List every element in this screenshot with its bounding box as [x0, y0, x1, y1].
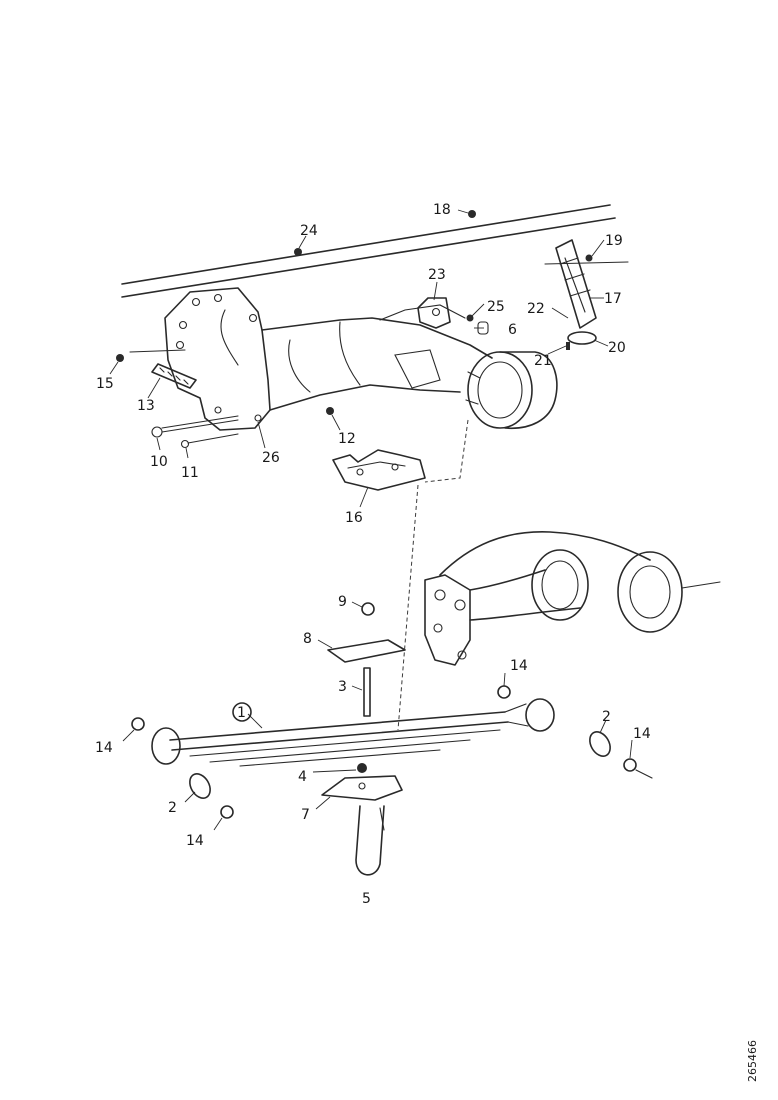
saddle-plate-7	[321, 763, 403, 801]
upper-axle-hub	[424, 351, 558, 483]
callout-17: 17	[604, 291, 622, 307]
frame-rail	[121, 204, 629, 353]
tandem-axle-assembly	[424, 531, 721, 666]
upper-hardware	[116, 210, 593, 415]
leader-lines	[109, 209, 633, 831]
callout-19: 19	[605, 233, 623, 249]
bolts-10-11	[151, 415, 239, 449]
callout-7: 7	[301, 807, 310, 823]
callout-14-right: 14	[633, 726, 651, 742]
callout-4: 4	[298, 769, 307, 785]
callout-23: 23	[428, 267, 446, 283]
bolt-18	[468, 210, 476, 218]
callout-14-left-bottom: 14	[186, 833, 204, 849]
callout-22: 22	[527, 301, 545, 317]
front-eye	[151, 727, 181, 765]
nut-15	[116, 354, 124, 362]
nut-12	[326, 407, 334, 415]
cross-member	[261, 304, 493, 411]
callout-13: 13	[137, 398, 155, 414]
nut-4	[357, 763, 367, 773]
callout-15: 15	[96, 376, 114, 392]
callout-26: 26	[262, 450, 280, 466]
nut-19	[585, 254, 593, 262]
callout-8: 8	[303, 631, 312, 647]
callout-20: 20	[608, 340, 626, 356]
callout-25: 25	[487, 299, 505, 315]
center-bolt-stack	[327, 484, 419, 731]
callout-3: 3	[338, 679, 347, 695]
callout-21: 21	[534, 353, 552, 369]
spring-pin-13	[151, 363, 197, 389]
callout-10: 10	[150, 454, 168, 470]
bushings-and-nuts	[131, 685, 653, 819]
nut-9	[361, 602, 375, 616]
callout-14-middle: 14	[510, 658, 528, 674]
callout-2-right: 2	[602, 709, 611, 725]
mount-bracket-16	[332, 449, 426, 491]
drawing-code: 265466	[746, 1040, 759, 1082]
callout-18: 18	[433, 202, 451, 218]
callout-9: 9	[338, 594, 347, 610]
callout-16: 16	[345, 510, 363, 526]
bracket-23	[417, 297, 489, 335]
shackle-plate	[555, 239, 597, 350]
bolt-3	[363, 667, 371, 717]
callout-labels: 1 2 2 3 4 5 6 7 8 9 10 11 12 13 14 14 14…	[95, 202, 651, 907]
rear-eye	[525, 698, 555, 732]
front-hanger-bracket	[164, 287, 271, 431]
rivet-24	[294, 248, 302, 256]
callout-24: 24	[300, 223, 318, 239]
callout-12: 12	[338, 431, 356, 447]
callout-6: 6	[508, 322, 517, 338]
callout-1: 1	[237, 705, 246, 721]
u-bolt-5	[355, 805, 385, 876]
callout-14-left-top: 14	[95, 740, 113, 756]
leaf-spring	[151, 698, 555, 767]
plate-8	[327, 639, 406, 663]
callout-11: 11	[181, 465, 199, 481]
callout-5: 5	[362, 891, 371, 907]
callout-2-left: 2	[168, 800, 177, 816]
